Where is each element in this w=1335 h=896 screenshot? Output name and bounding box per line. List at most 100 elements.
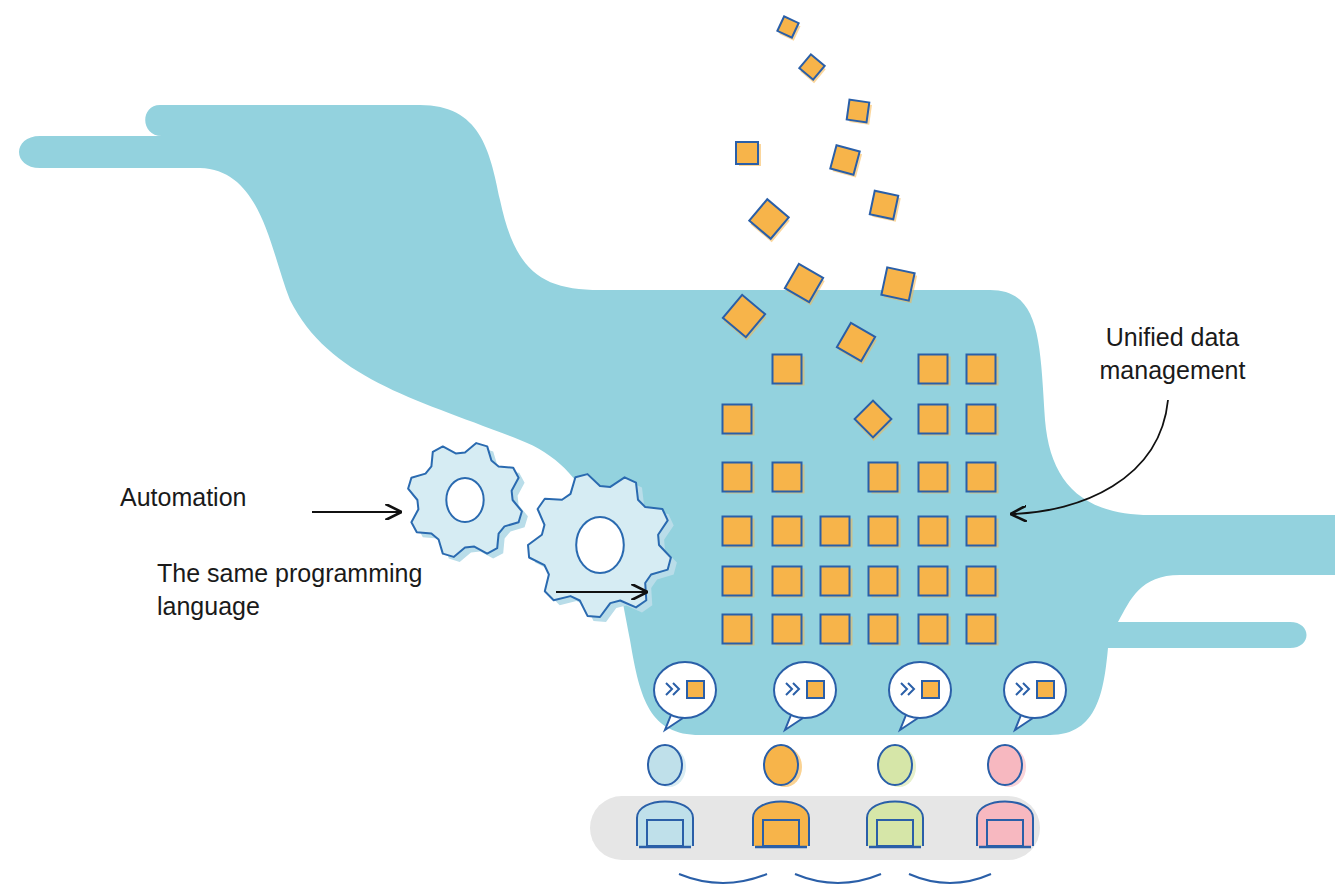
callout-label: The same programming language bbox=[157, 557, 437, 622]
data-square bbox=[967, 463, 999, 494]
gear-hole bbox=[446, 478, 483, 522]
person-head bbox=[988, 745, 1022, 785]
data-square bbox=[821, 517, 853, 548]
data-lake-blob bbox=[19, 105, 1335, 735]
laptop-screen bbox=[987, 820, 1023, 846]
data-square bbox=[773, 615, 805, 646]
prompt-chevrons bbox=[1016, 683, 1029, 695]
square-face bbox=[723, 295, 765, 337]
link-arc bbox=[795, 874, 881, 883]
data-square bbox=[881, 267, 918, 303]
square-face bbox=[869, 463, 898, 492]
square-face bbox=[821, 517, 850, 546]
data-square bbox=[773, 567, 805, 598]
prompt-chevrons bbox=[901, 683, 914, 695]
laptop-screen bbox=[647, 820, 683, 846]
laptop-screen bbox=[877, 820, 913, 846]
leader-arrow bbox=[312, 511, 400, 513]
data-square bbox=[773, 517, 805, 548]
data-square bbox=[919, 463, 951, 494]
data-square bbox=[773, 355, 805, 386]
square-face bbox=[736, 142, 758, 164]
data-square bbox=[853, 401, 893, 441]
data-square bbox=[967, 517, 999, 548]
square-face bbox=[847, 100, 870, 123]
data-square bbox=[773, 463, 805, 494]
square-face bbox=[919, 405, 948, 434]
data-square bbox=[798, 54, 827, 83]
square-face bbox=[919, 355, 948, 384]
square-face bbox=[870, 191, 898, 219]
square-face bbox=[785, 264, 823, 302]
data-square bbox=[723, 615, 755, 646]
square-face bbox=[773, 355, 802, 384]
leader-arrow bbox=[556, 591, 646, 593]
square-face bbox=[869, 615, 898, 644]
code-square bbox=[1037, 681, 1054, 698]
square-face bbox=[821, 615, 850, 644]
data-square bbox=[919, 517, 951, 548]
person-head bbox=[764, 745, 798, 785]
data-square bbox=[919, 567, 951, 598]
data-square bbox=[722, 295, 768, 341]
data-square bbox=[821, 615, 853, 646]
data-square bbox=[723, 567, 755, 598]
callout-label: Unified data management bbox=[1070, 321, 1275, 386]
square-face bbox=[723, 567, 752, 596]
square-face bbox=[773, 615, 802, 644]
data-square bbox=[919, 355, 951, 386]
square-face bbox=[855, 401, 892, 438]
data-square bbox=[869, 615, 901, 646]
square-face bbox=[881, 267, 914, 300]
person-body bbox=[977, 802, 1033, 847]
laptop-base bbox=[755, 846, 807, 849]
square-face bbox=[967, 615, 996, 644]
data-square bbox=[869, 517, 901, 548]
data-square bbox=[836, 323, 878, 364]
square-face bbox=[967, 405, 996, 434]
square-face bbox=[967, 355, 996, 384]
square-face bbox=[723, 405, 752, 434]
prompt-chevrons bbox=[786, 683, 799, 695]
data-square bbox=[723, 405, 755, 436]
code-square bbox=[687, 681, 704, 698]
data-square bbox=[777, 16, 802, 40]
square-face bbox=[773, 517, 802, 546]
data-square bbox=[919, 405, 951, 436]
square-face bbox=[821, 567, 850, 596]
square-face bbox=[777, 16, 798, 37]
data-square bbox=[821, 567, 853, 598]
data-square bbox=[967, 615, 999, 646]
square-face bbox=[837, 323, 875, 361]
data-square bbox=[830, 145, 863, 177]
desk-bar bbox=[590, 796, 1040, 860]
square-face bbox=[773, 463, 802, 492]
gear bbox=[408, 443, 522, 557]
leader-arrow bbox=[1012, 400, 1168, 514]
square-face bbox=[799, 54, 824, 79]
person-body bbox=[867, 802, 923, 847]
data-square bbox=[723, 463, 755, 494]
laptop-base bbox=[979, 846, 1031, 849]
square-face bbox=[869, 567, 898, 596]
speech-bubble bbox=[889, 662, 951, 718]
square-face bbox=[967, 517, 996, 546]
square-face bbox=[723, 463, 752, 492]
data-square bbox=[748, 199, 791, 242]
data-square bbox=[869, 567, 901, 598]
person-head bbox=[648, 745, 682, 785]
data-square bbox=[723, 517, 755, 548]
square-face bbox=[919, 567, 948, 596]
person-head bbox=[878, 745, 912, 785]
data-square bbox=[736, 142, 761, 166]
square-face bbox=[967, 567, 996, 596]
square-face bbox=[830, 145, 859, 174]
data-square bbox=[869, 463, 901, 494]
callout-label: Automation bbox=[120, 481, 320, 514]
data-square bbox=[784, 264, 826, 305]
square-face bbox=[919, 517, 948, 546]
data-square bbox=[869, 191, 901, 222]
link-arc bbox=[679, 874, 767, 883]
data-square bbox=[919, 615, 951, 646]
